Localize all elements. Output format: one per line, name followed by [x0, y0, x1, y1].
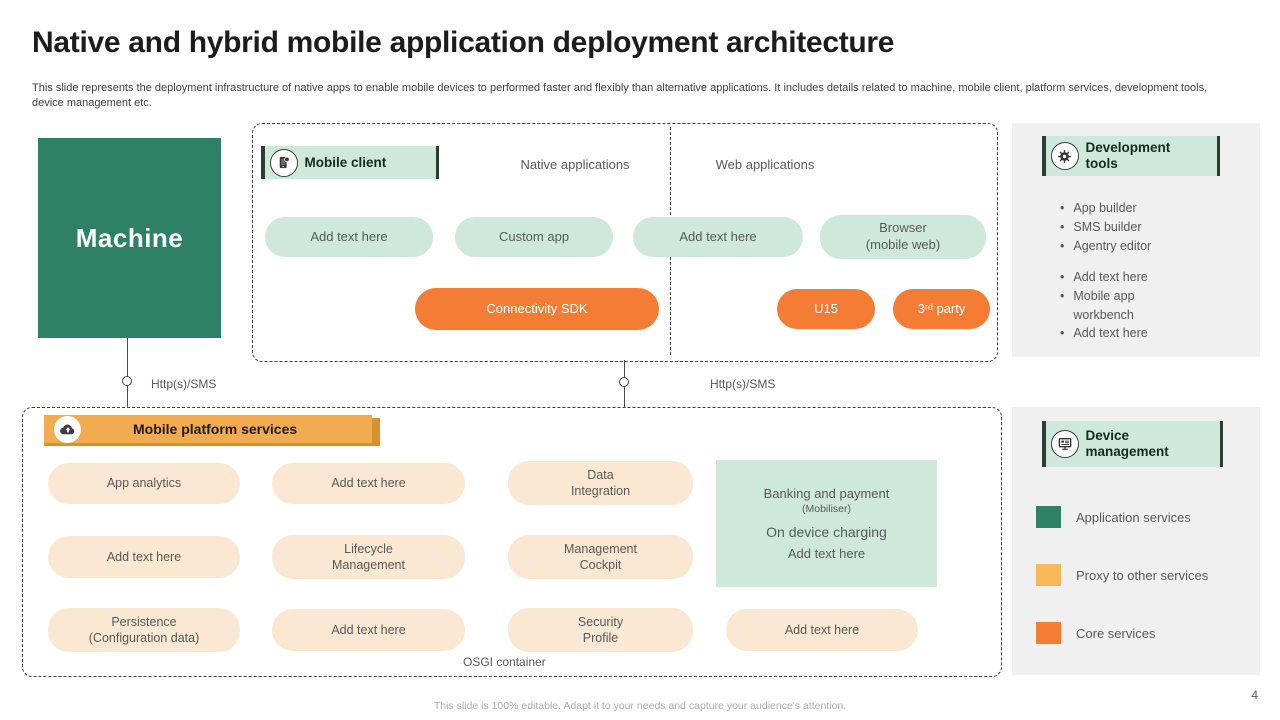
header-left-bar: [1042, 421, 1046, 467]
osgi-container-label: OSGI container: [463, 655, 546, 669]
pill-connectivity-sdk[interactable]: Connectivity SDK: [415, 288, 659, 330]
header-left-bar: [1042, 136, 1046, 176]
machine-box[interactable]: Machine: [38, 138, 221, 338]
list-item[interactable]: • App builder: [1060, 199, 1240, 218]
bullet-dot: •: [1060, 219, 1065, 234]
monitor-icon: [1050, 430, 1079, 458]
pill-security-profile[interactable]: Security Profile: [508, 608, 693, 652]
client-connector-node: [619, 377, 629, 387]
banking-payment-box[interactable]: Banking and payment (Mobiliser) On devic…: [716, 460, 937, 587]
platform-services-header[interactable]: Mobile platform services: [44, 415, 380, 446]
pill-browser-mobile-web[interactable]: Browser (mobile web): [820, 215, 986, 259]
pill-custom-app[interactable]: Custom app: [455, 217, 613, 257]
development-tools-header[interactable]: Development tools: [1042, 136, 1220, 176]
list-item-label: Add text here: [1073, 326, 1148, 341]
pill-third-party[interactable]: 3ʳᵈ party: [893, 289, 990, 329]
web-applications-label: Web applications: [715, 157, 815, 172]
client-connector-label: Http(s)/SMS: [710, 377, 776, 391]
bullet-dot: •: [1060, 326, 1065, 341]
banking-subtitle: (Mobiliser): [801, 503, 851, 515]
list-item-label: Agentry editor: [1073, 238, 1152, 253]
native-applications-label: Native applications: [520, 157, 630, 172]
pill-data-integration[interactable]: Data Integration: [508, 461, 693, 505]
banking-title: Banking and payment: [763, 486, 890, 501]
banking-line2: On device charging: [766, 524, 887, 540]
mobile-phone-icon: [269, 148, 298, 177]
header-left-bar: [261, 146, 265, 179]
development-tools-list-1: • App builder • SMS builder • Agentry edito…: [1060, 199, 1240, 255]
machine-label: Machine: [75, 222, 184, 253]
platform-services-header-label: Mobile platform services: [133, 421, 298, 437]
legend-swatch-orange: [1036, 622, 1061, 644]
device-management-header-label: Device management: [1085, 428, 1169, 459]
bullet-dot: •: [1060, 201, 1065, 215]
header-end-bar: [372, 418, 380, 446]
platform-services-container: [22, 407, 1002, 677]
machine-connector-label: Http(s)/SMS: [151, 377, 217, 391]
pill-native-add-text[interactable]: Add text here: [265, 217, 433, 257]
pill-add-text[interactable]: Add text here: [272, 463, 465, 504]
list-item[interactable]: • Add text here: [1060, 268, 1240, 287]
pill-management-cockpit[interactable]: Management Cockpit: [508, 535, 693, 579]
header-right-bar: [1219, 421, 1223, 467]
legend-swatch-light-orange: [1036, 564, 1061, 586]
machine-connector-line: [127, 338, 128, 407]
list-item[interactable]: • Add text here: [1060, 324, 1240, 343]
development-tools-header-label: Development tools: [1085, 140, 1171, 171]
list-item-label: Add text here: [1073, 270, 1148, 284]
legend-swatch-green: [1036, 506, 1061, 528]
pill-add-text[interactable]: Add text here: [726, 609, 918, 651]
mobile-client-header-label: Mobile client: [304, 154, 387, 170]
list-item[interactable]: • Mobile app workbench: [1060, 287, 1190, 325]
page-title: Native and hybrid mobile application dep…: [32, 26, 895, 59]
pill-lifecycle-management[interactable]: Lifecycle Management: [272, 535, 465, 579]
development-tools-list-2: • Add text here • Mobile app workbench • Ad…: [1060, 268, 1240, 343]
list-item-label: SMS builder: [1073, 219, 1142, 234]
machine-connector-node: [122, 376, 132, 386]
pill-add-text[interactable]: Add text here: [272, 609, 465, 651]
pill-add-text[interactable]: Add text here: [48, 536, 240, 578]
bullet-dot: •: [1060, 270, 1065, 284]
bullet-dot: •: [1060, 288, 1065, 303]
footer-note: This slide is 100% editable. Adapt it to…: [433, 700, 847, 712]
mobile-client-container: [252, 123, 998, 362]
page-number: 4: [1251, 688, 1258, 702]
legend-label: Core services: [1076, 625, 1156, 641]
legend-label: Application services: [1076, 509, 1191, 525]
pill-web-add-text[interactable]: Add text here: [633, 217, 803, 257]
list-item-label: Mobile app workbench: [1073, 288, 1135, 322]
list-item[interactable]: • SMS builder: [1060, 218, 1240, 237]
list-item[interactable]: • Agentry editor: [1060, 237, 1240, 256]
legend-item-application-services: Application services: [1036, 506, 1251, 528]
legend-item-core-services: Core services: [1036, 622, 1251, 644]
device-management-header[interactable]: Device management: [1042, 421, 1223, 467]
banking-line3: Add text here: [787, 546, 866, 561]
slide-description: This slide represents the deployment inf…: [32, 82, 1208, 109]
legend-item-proxy-services: Proxy to other services: [1036, 564, 1251, 586]
header-right-bar: [1216, 136, 1220, 176]
list-item-label: App builder: [1073, 201, 1137, 215]
mobile-client-header[interactable]: Mobile client: [261, 146, 439, 179]
gear-icon: [1050, 142, 1079, 170]
pill-u15[interactable]: U15: [777, 289, 875, 329]
header-right-bar: [435, 146, 439, 179]
cloud-upload-icon: [54, 415, 81, 443]
pill-persistence[interactable]: Persistence (Configuration data): [48, 608, 240, 652]
legend-label: Proxy to other services: [1076, 567, 1209, 583]
bullet-dot: •: [1060, 238, 1065, 253]
pill-app-analytics[interactable]: App analytics: [48, 463, 240, 504]
